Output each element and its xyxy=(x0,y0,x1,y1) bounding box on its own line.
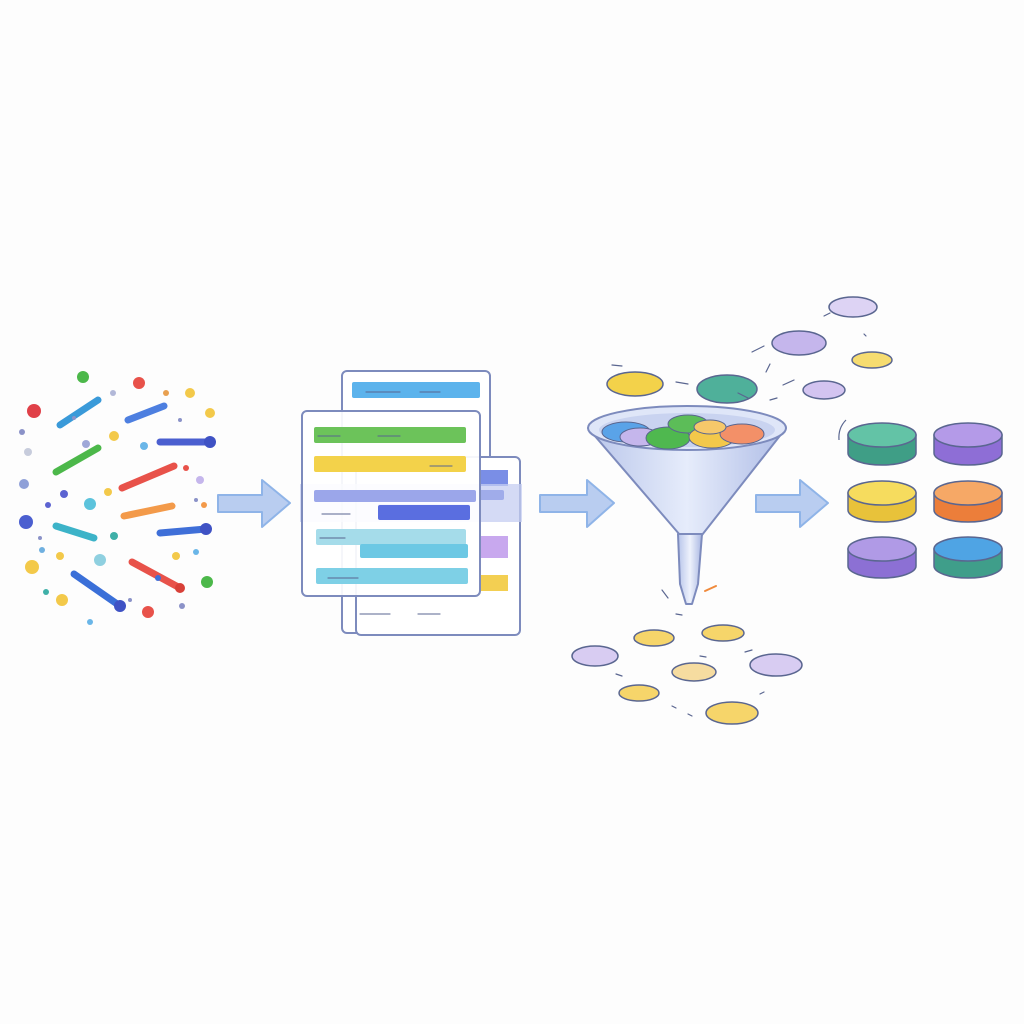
falling-lines xyxy=(615,613,765,717)
disc-blue xyxy=(933,536,1003,579)
disc-lavender xyxy=(847,536,917,579)
organized-discs-icon xyxy=(838,419,1003,579)
funnel-icon xyxy=(587,405,787,605)
motion-lines xyxy=(611,312,867,401)
disc-teal xyxy=(847,422,917,466)
stacked-documents-icon xyxy=(300,370,522,636)
scattered-data-icon xyxy=(19,371,216,625)
disc-orange xyxy=(933,480,1003,523)
disc-yellow xyxy=(847,480,917,523)
arrow-icon-3 xyxy=(755,479,829,528)
arrow-icon-2 xyxy=(539,479,615,528)
output-discs xyxy=(571,624,803,725)
disc-purple xyxy=(933,422,1003,466)
arrow-icon-1 xyxy=(217,479,291,528)
incoming-discs xyxy=(606,296,893,404)
